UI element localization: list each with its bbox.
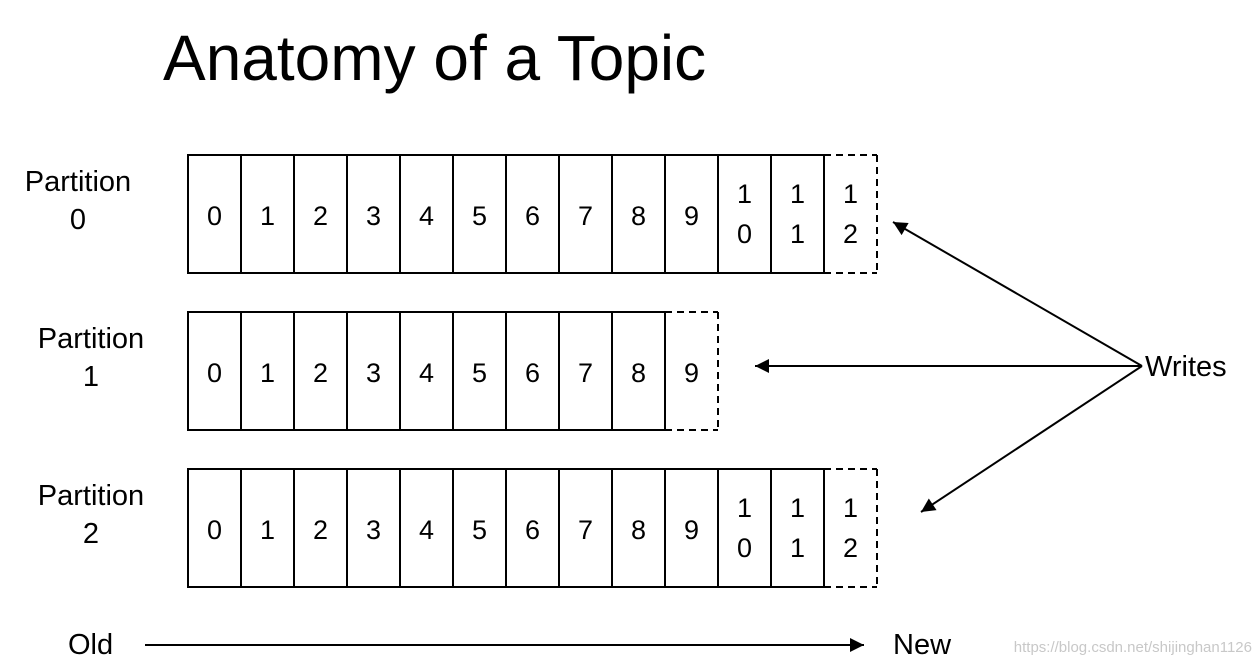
record-offset-5: 5 — [472, 358, 487, 388]
record-offset-2: 2 — [313, 358, 328, 388]
partition-log-box — [187, 311, 666, 431]
partition-number: 2 — [83, 518, 99, 550]
record-offset-5: 5 — [472, 515, 487, 545]
record-offset-1: 1 — [260, 358, 275, 388]
record-offset-11-digit-1: 1 — [790, 179, 805, 209]
pending-record-offset-digit-2: 2 — [843, 533, 858, 563]
pending-record-offset: 9 — [684, 358, 699, 388]
record-offset-8: 8 — [631, 358, 646, 388]
diagram-title: Anatomy of a Topic — [163, 22, 706, 94]
partition-label: Partition — [38, 323, 144, 355]
record-offset-7: 7 — [578, 358, 593, 388]
partition-number: 1 — [83, 361, 99, 393]
record-offset-10-digit-1: 1 — [737, 179, 752, 209]
record-offset-2: 2 — [313, 515, 328, 545]
record-offset-10-digit-2: 0 — [737, 219, 752, 249]
partition-label: Partition — [25, 166, 131, 198]
record-offset-11-digit-2: 1 — [790, 219, 805, 249]
record-offset-8: 8 — [631, 201, 646, 231]
record-offset-1: 1 — [260, 201, 275, 231]
record-offset-10-digit-2: 0 — [737, 533, 752, 563]
record-offset-4: 4 — [419, 358, 434, 388]
record-offset-7: 7 — [578, 201, 593, 231]
record-offset-3: 3 — [366, 515, 381, 545]
watermark: https://blog.csdn.net/shijinghan1126 — [1013, 639, 1252, 656]
partition-number: 0 — [70, 204, 86, 236]
record-offset-9: 9 — [684, 201, 699, 231]
record-offset-0: 0 — [207, 515, 222, 545]
pending-record-offset-digit-1: 1 — [843, 179, 858, 209]
write-arrow-partition-2 — [920, 365, 1143, 513]
record-offset-4: 4 — [419, 515, 434, 545]
partition-label: Partition — [38, 480, 144, 512]
timeline-new-label: New — [893, 629, 952, 661]
record-offset-4: 4 — [419, 201, 434, 231]
record-offset-0: 0 — [207, 358, 222, 388]
record-offset-7: 7 — [578, 515, 593, 545]
record-offset-8: 8 — [631, 515, 646, 545]
partition-1: Partition 1 0 1 2 3 4 5 6 7 8 9 — [38, 311, 719, 431]
write-arrow-partition-0 — [892, 221, 1143, 367]
pending-record-offset-digit-1: 1 — [843, 493, 858, 523]
record-offset-2: 2 — [313, 201, 328, 231]
record-offset-11-digit-1: 1 — [790, 493, 805, 523]
timeline-old-label: Old — [68, 629, 113, 661]
writes-group: Writes — [755, 221, 1227, 513]
record-offset-10-digit-1: 1 — [737, 493, 752, 523]
timeline: Old New — [68, 629, 952, 661]
record-offset-0: 0 — [207, 201, 222, 231]
record-offset-3: 3 — [366, 201, 381, 231]
record-offset-6: 6 — [525, 201, 540, 231]
writes-label: Writes — [1145, 351, 1227, 383]
record-offset-5: 5 — [472, 201, 487, 231]
record-offset-3: 3 — [366, 358, 381, 388]
record-offset-9: 9 — [684, 515, 699, 545]
pending-record-offset-digit-2: 2 — [843, 219, 858, 249]
record-offset-6: 6 — [525, 515, 540, 545]
record-offset-6: 6 — [525, 358, 540, 388]
record-offset-11-digit-2: 1 — [790, 533, 805, 563]
record-offset-1: 1 — [260, 515, 275, 545]
